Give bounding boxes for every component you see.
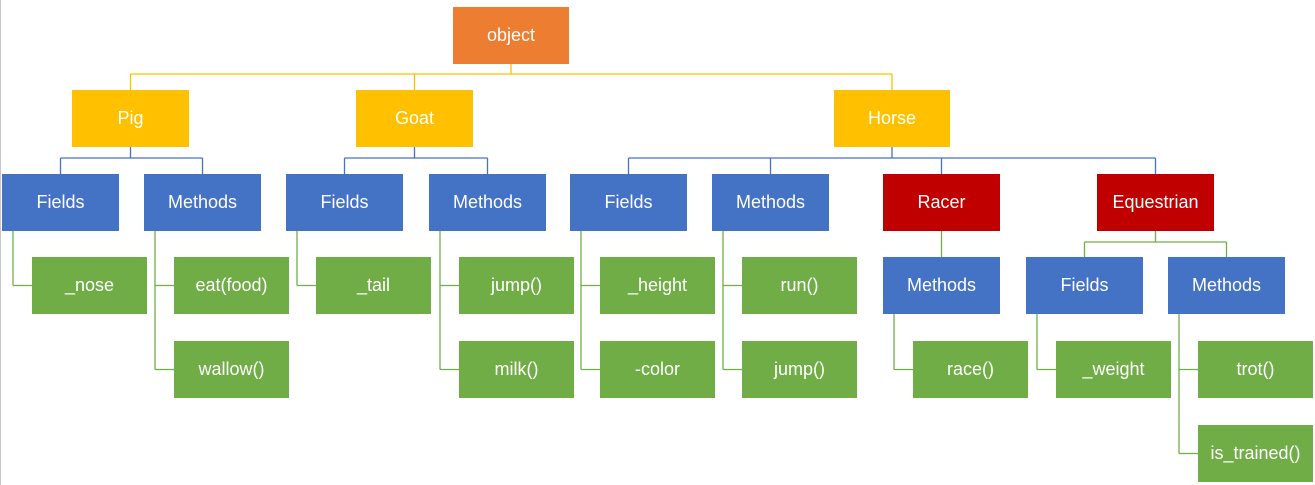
class-goat-fields-box: Fields	[286, 174, 403, 231]
class-pig-methods-box-label: Methods	[167, 192, 238, 212]
left-edge-line	[0, 0, 1, 485]
class-horse-sub-racer-methods-member-race-label: race()	[946, 359, 994, 379]
class-horse-methods-box: Methods	[712, 174, 829, 231]
class-pig-methods-member-wallow-label: wallow()	[198, 359, 265, 379]
class-horse-sub-equestrian-methods-member-trot-label: trot()	[1236, 359, 1275, 379]
class-horse-sub-racer-box-label: Racer	[917, 192, 966, 212]
class-pig-fields-box: Fields	[2, 174, 119, 231]
class-horse-sub-equestrian-methods-member-trot: trot()	[1198, 341, 1313, 398]
class-pig-methods-member-eat-food: eat(food)	[174, 257, 289, 314]
class-horse-methods-member-run: run()	[742, 257, 857, 314]
class-horse-methods-member-jump: jump()	[742, 341, 857, 398]
class-goat-methods-box-label: Methods	[452, 192, 523, 212]
class-horse-sub-racer-methods-box-label: Methods	[906, 275, 977, 295]
root-object-box-label: object	[486, 25, 536, 45]
class-goat-box-label: Goat	[394, 108, 435, 128]
class-horse-methods-box-label: Methods	[735, 192, 806, 212]
class-goat-methods-member-jump-label: jump()	[490, 275, 542, 295]
class-pig-methods-box: Methods	[144, 174, 261, 231]
class-goat-fields-box-label: Fields	[320, 192, 369, 212]
class-pig-fields-member-nose-label: _nose	[64, 275, 115, 295]
class-goat-methods-member-milk-label: milk()	[494, 359, 539, 379]
class-horse-sub-racer-box: Racer	[883, 174, 1000, 231]
class-pig-box-label: Pig	[117, 108, 144, 128]
root-object-box: object	[453, 7, 569, 64]
class-horse-methods-member-jump-label: jump()	[773, 359, 825, 379]
class-horse-box-label: Horse	[867, 108, 916, 128]
class-pig-fields-member-nose: _nose	[32, 257, 147, 314]
class-horse-sub-equestrian-box-label: Equestrian	[1112, 192, 1199, 212]
class-horse-sub-equestrian-fields-box: Fields	[1026, 257, 1143, 314]
class-horse-sub-equestrian-fields-member-weight-label: _weight	[1082, 359, 1145, 379]
class-horse-box: Horse	[834, 90, 950, 147]
class-horse-sub-equestrian-fields-member-weight: _weight	[1056, 341, 1171, 398]
class-horse-fields-member-height-label: _height	[627, 275, 688, 295]
class-horse-sub-equestrian-box: Equestrian	[1097, 174, 1214, 231]
class-goat-methods-box: Methods	[429, 174, 546, 231]
class-pig-fields-box-label: Fields	[36, 192, 85, 212]
class-horse-sub-equestrian-fields-box-label: Fields	[1060, 275, 1109, 295]
class-horse-fields-member-color-label: -color	[634, 359, 680, 379]
class-pig-methods-member-eat-food-label: eat(food)	[195, 275, 268, 295]
class-goat-fields-member-tail: _tail	[316, 257, 431, 314]
class-horse-sub-equestrian-methods-box-label: Methods	[1191, 275, 1262, 295]
class-horse-fields-box-label: Fields	[604, 192, 653, 212]
class-goat-box: Goat	[356, 90, 473, 147]
class-horse-sub-equestrian-methods-box: Methods	[1168, 257, 1285, 314]
class-horse-sub-racer-methods-member-race: race()	[913, 341, 1028, 398]
class-goat-fields-member-tail-label: _tail	[356, 275, 391, 295]
class-horse-sub-racer-methods-box: Methods	[883, 257, 1000, 314]
class-horse-fields-member-height: _height	[600, 257, 715, 314]
class-goat-methods-member-milk: milk()	[459, 341, 574, 398]
class-horse-methods-member-run-label: run()	[780, 275, 819, 295]
class-goat-methods-member-jump: jump()	[459, 257, 574, 314]
class-horse-fields-member-color: -color	[600, 341, 715, 398]
class-pig-methods-member-wallow: wallow()	[174, 341, 289, 398]
class-horse-sub-equestrian-methods-member-is-trained: is_trained()	[1198, 425, 1313, 482]
class-horse-sub-equestrian-methods-member-is-trained-label: is_trained()	[1210, 443, 1301, 463]
class-pig-box: Pig	[72, 90, 189, 147]
class-horse-fields-box: Fields	[570, 174, 687, 231]
